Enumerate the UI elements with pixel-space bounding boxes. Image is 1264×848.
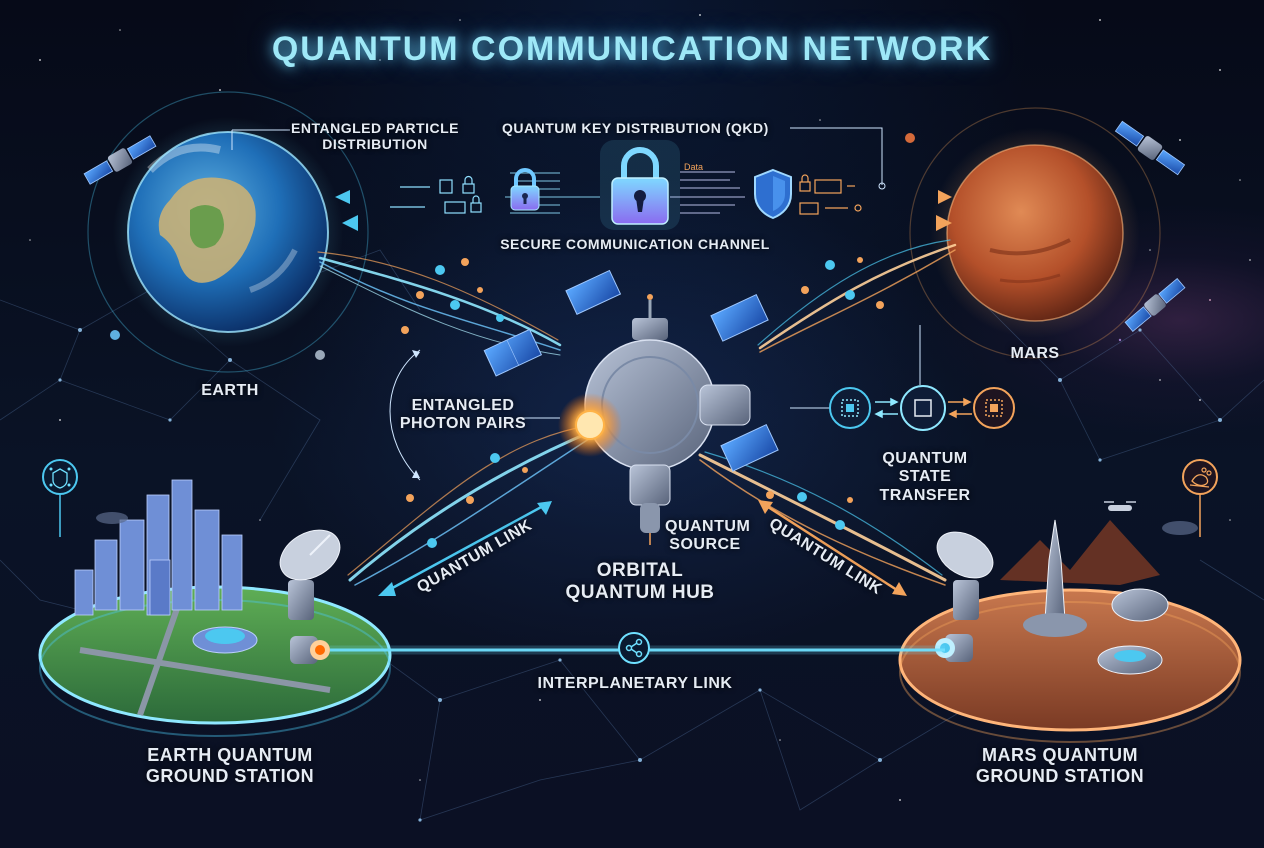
label-line: MARS QUANTUM bbox=[982, 745, 1138, 765]
photon-dots-mars-station bbox=[766, 491, 853, 530]
page-title: QUANTUM COMMUNICATION NETWORK bbox=[271, 30, 993, 68]
label-line: QUANTUM bbox=[665, 518, 751, 535]
mars-ground-station bbox=[898, 519, 1242, 743]
data-tag: Data bbox=[684, 162, 704, 172]
quantum-link-right-arrow bbox=[758, 500, 907, 596]
satellite-mars-top bbox=[1114, 120, 1186, 176]
label-line: GROUND STATION bbox=[145, 765, 315, 786]
mars-planet bbox=[946, 144, 1124, 322]
label-quantum-source: QUANTUM SOURCE bbox=[665, 518, 751, 555]
padlock-icon-large bbox=[600, 140, 680, 230]
qubit-node-center bbox=[900, 385, 946, 431]
label-line: QUANTUM STATE bbox=[882, 450, 968, 486]
label-line: QUANTUM HUB bbox=[565, 581, 715, 603]
label-line: TRANSFER bbox=[879, 486, 971, 504]
label-earth-ground-station: EARTH QUANTUM GROUND STATION bbox=[130, 745, 330, 786]
shield-icon bbox=[754, 168, 792, 220]
qubit-node-orange bbox=[973, 387, 1015, 429]
drone-icon bbox=[1182, 459, 1218, 537]
label-line: DISTRIBUTION bbox=[322, 136, 428, 153]
padlock-icon-small bbox=[510, 168, 540, 211]
label-line: ENTANGLED PARTICLE bbox=[291, 120, 459, 136]
label-earth: EARTH bbox=[201, 382, 259, 399]
quantum-link-left-arrow bbox=[378, 501, 552, 596]
label-interplanetary-link: INTERPLANETARY LINK bbox=[537, 675, 733, 692]
photon-dots-earth-station bbox=[406, 453, 528, 548]
satellite-mars-right bbox=[1124, 277, 1186, 333]
label-qkd: QUANTUM KEY DISTRIBUTION (QKD) bbox=[502, 120, 769, 136]
label-line: SOURCE bbox=[669, 536, 741, 554]
mars-moon bbox=[905, 133, 915, 143]
label-entangled-photon-pairs: ENTANGLED PHOTON PAIRS bbox=[398, 397, 528, 434]
label-line: ENTANGLED bbox=[411, 397, 515, 414]
label-mars: MARS bbox=[1010, 345, 1060, 362]
beams-hub-earth-station bbox=[347, 424, 597, 586]
label-mars-ground-station: MARS QUANTUM GROUND STATION bbox=[960, 745, 1160, 786]
label-entangled-particle-distribution: ENTANGLED PARTICLE DISTRIBUTION bbox=[290, 120, 460, 152]
photon-dots-earth bbox=[401, 258, 504, 334]
label-line: PHOTON PAIRS bbox=[399, 415, 527, 433]
label-line: EARTH QUANTUM bbox=[147, 745, 313, 765]
circuit-shield-icon bbox=[42, 459, 78, 537]
starfield bbox=[29, 14, 1251, 801]
share-network-icon bbox=[618, 632, 650, 664]
orbital-quantum-hub bbox=[483, 269, 779, 545]
label-orbital-quantum-hub: ORBITAL QUANTUM HUB bbox=[560, 560, 720, 604]
label-quantum-state-transfer: QUANTUM STATE TRANSFER bbox=[860, 450, 990, 505]
label-line: ORBITAL bbox=[596, 560, 684, 581]
photon-dots-mars bbox=[801, 257, 884, 309]
data-stream-right bbox=[670, 171, 745, 214]
label-secure-communication-channel: SECURE COMMUNICATION CHANNEL bbox=[500, 236, 770, 252]
label-line: GROUND STATION bbox=[975, 765, 1145, 786]
earth-ground-station bbox=[38, 479, 392, 737]
satellite-earth bbox=[83, 135, 157, 185]
mars-drone bbox=[1104, 501, 1136, 511]
earth-planet bbox=[127, 131, 329, 333]
beams-mars-hub bbox=[757, 239, 957, 353]
qubit-node-blue bbox=[829, 387, 871, 429]
earth-moon bbox=[110, 330, 120, 340]
earth-orbit bbox=[87, 91, 369, 373]
